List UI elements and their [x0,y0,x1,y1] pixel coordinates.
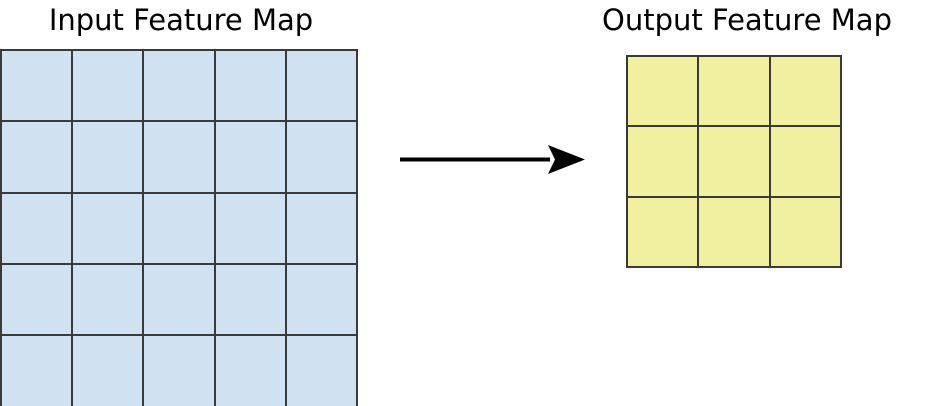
input-cell-2-1 [73,193,143,263]
input-feature-map-grid [0,49,358,406]
output-cell-0-2 [770,57,840,126]
input-cell-3-0 [2,265,72,335]
input-cell-4-2 [144,336,214,406]
output-cell-1-2 [770,127,840,196]
output-cell-2-0 [628,197,698,266]
input-cell-2-4 [286,193,356,263]
input-cell-3-4 [286,265,356,335]
input-cell-3-1 [73,265,143,335]
input-cell-3-3 [215,265,285,335]
output-cell-1-0 [628,127,698,196]
input-cell-0-2 [144,51,214,121]
input-cell-0-0 [2,51,72,121]
input-cell-4-1 [73,336,143,406]
output-feature-map-grid [626,55,842,268]
input-cell-0-4 [286,51,356,121]
arrow-head [548,145,585,174]
input-cell-1-0 [2,122,72,192]
input-cell-4-3 [215,336,285,406]
output-cell-0-0 [628,57,698,126]
input-cell-1-3 [215,122,285,192]
input-cell-4-0 [2,336,72,406]
output-cell-1-1 [699,127,769,196]
output-feature-map-title: Output Feature Map [602,3,892,37]
input-cell-1-1 [73,122,143,192]
input-cell-0-1 [73,51,143,121]
input-cell-3-2 [144,265,214,335]
input-feature-map-title: Input Feature Map [48,3,314,37]
input-cell-4-4 [286,336,356,406]
input-cell-2-0 [2,193,72,263]
input-cell-2-3 [215,193,285,263]
arrow-right-icon [400,145,585,174]
input-cell-1-2 [144,122,214,192]
output-cell-2-1 [699,197,769,266]
input-cell-1-4 [286,122,356,192]
input-cell-2-2 [144,193,214,263]
output-cell-0-1 [699,57,769,126]
output-cell-2-2 [770,197,840,266]
input-cell-0-3 [215,51,285,121]
